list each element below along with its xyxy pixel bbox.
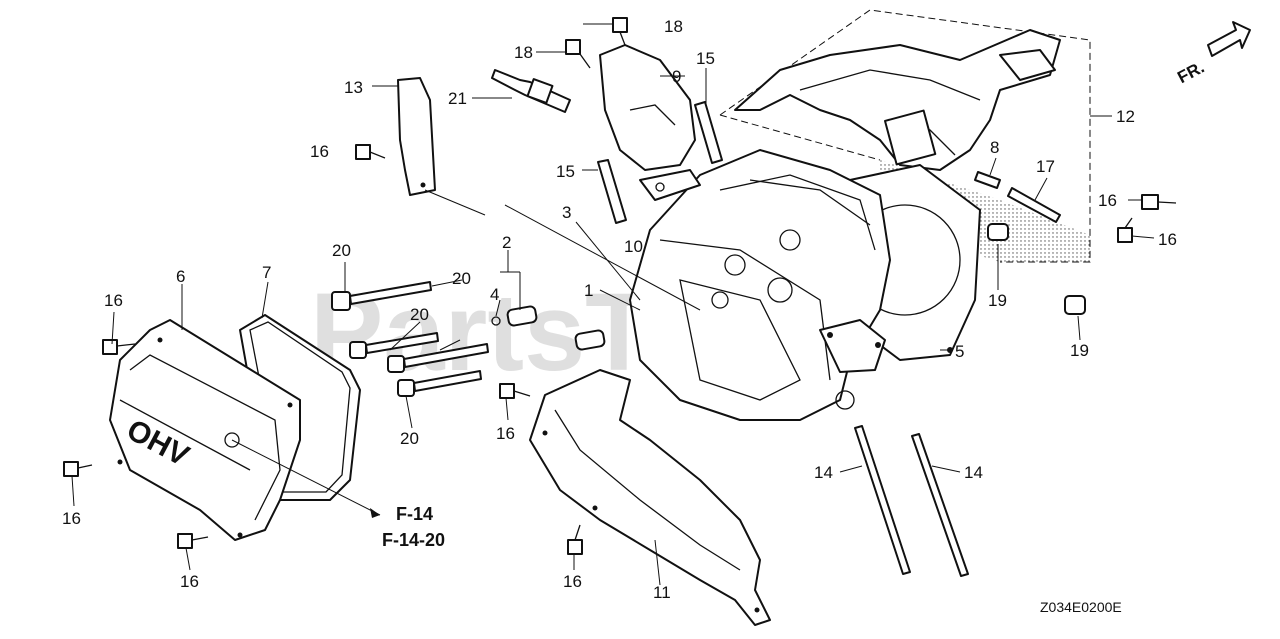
- label-part-16g: 16: [1098, 191, 1117, 210]
- label-part-20c: 20: [410, 305, 429, 324]
- lower-shroud-part-11: [529, 369, 771, 626]
- label-part-10: 10: [624, 237, 643, 256]
- bracket-part-13: [397, 77, 436, 196]
- leader-lines: [71, 23, 1155, 586]
- bolt-part-20b: [349, 332, 439, 359]
- label-part-12: 12: [1116, 107, 1135, 126]
- intake-part-9: [599, 44, 701, 201]
- o-ring-part-4: [491, 316, 501, 326]
- label-part-1: 1: [584, 281, 593, 300]
- label-part-20d: 20: [400, 429, 419, 448]
- label-part-7: 7: [262, 263, 271, 282]
- label-part-16h: 16: [1158, 230, 1177, 249]
- label-part-16e: 16: [496, 424, 515, 443]
- label-part-16d: 16: [180, 572, 199, 591]
- label-part-18a: 18: [514, 43, 533, 62]
- label-part-5: 5: [955, 342, 964, 361]
- stud-part-14a: [854, 425, 911, 575]
- label-part-15b: 15: [556, 162, 575, 181]
- spark-plug-part-21: [491, 69, 571, 113]
- reference-f-14-20: F-14-20: [382, 530, 445, 550]
- label-part-16b: 16: [104, 291, 123, 310]
- diagram-code: Z034E0200E: [1040, 599, 1122, 615]
- part-labels: 1 2 3 4 5 6 7 8 9 10 11 12 13 14 14 15 1…: [62, 17, 1177, 602]
- bolt-part-20c: [387, 343, 489, 373]
- label-part-19b: 19: [1070, 341, 1089, 360]
- label-part-17: 17: [1036, 157, 1055, 176]
- label-part-16f: 16: [563, 572, 582, 591]
- bolt-part-18b: [612, 17, 628, 46]
- bolt-part-16-group: [63, 144, 1177, 555]
- stud-part-15-lower: [597, 159, 627, 224]
- collar-part-19b: [1064, 295, 1086, 315]
- label-part-16c: 16: [62, 509, 81, 528]
- bolt-part-20a: [331, 281, 432, 311]
- label-part-2: 2: [502, 233, 511, 252]
- label-part-9: 9: [672, 67, 681, 86]
- label-part-16a: 16: [310, 142, 329, 161]
- reference-f-14: F-14: [396, 504, 433, 524]
- shroud-part-12: [734, 29, 1061, 171]
- dowel-pin-part-2: [506, 305, 538, 327]
- bolt-part-18a: [565, 39, 591, 69]
- label-part-20a: 20: [332, 241, 351, 260]
- label-part-6: 6: [176, 267, 185, 286]
- label-part-21: 21: [448, 89, 467, 108]
- stud-part-14b: [911, 433, 969, 577]
- dowel-pin-part-1: [574, 329, 606, 351]
- label-part-14b: 14: [964, 463, 983, 482]
- label-part-15a: 15: [696, 49, 715, 68]
- label-part-13: 13: [344, 78, 363, 97]
- stud-part-15-upper: [694, 101, 723, 164]
- stud-part-8: [974, 171, 1001, 189]
- label-part-19a: 19: [988, 291, 1007, 310]
- label-part-18b: 18: [664, 17, 683, 36]
- label-part-14a: 14: [814, 463, 833, 482]
- label-part-20b: 20: [452, 269, 471, 288]
- group-outline-12: [719, 9, 1091, 263]
- front-marker-label: FR.: [1174, 58, 1207, 88]
- cylinder-head-block: [629, 149, 891, 421]
- stud-part-17: [1007, 187, 1061, 223]
- bolt-part-20d: [397, 370, 482, 397]
- label-part-11: 11: [653, 583, 671, 602]
- front-direction-arrow-icon: [1207, 21, 1251, 57]
- label-part-4: 4: [490, 285, 499, 304]
- collar-part-19a: [987, 223, 1009, 241]
- label-part-3: 3: [562, 203, 571, 222]
- valve-cover-part-6: OHV: [109, 319, 301, 541]
- label-part-8: 8: [990, 138, 999, 157]
